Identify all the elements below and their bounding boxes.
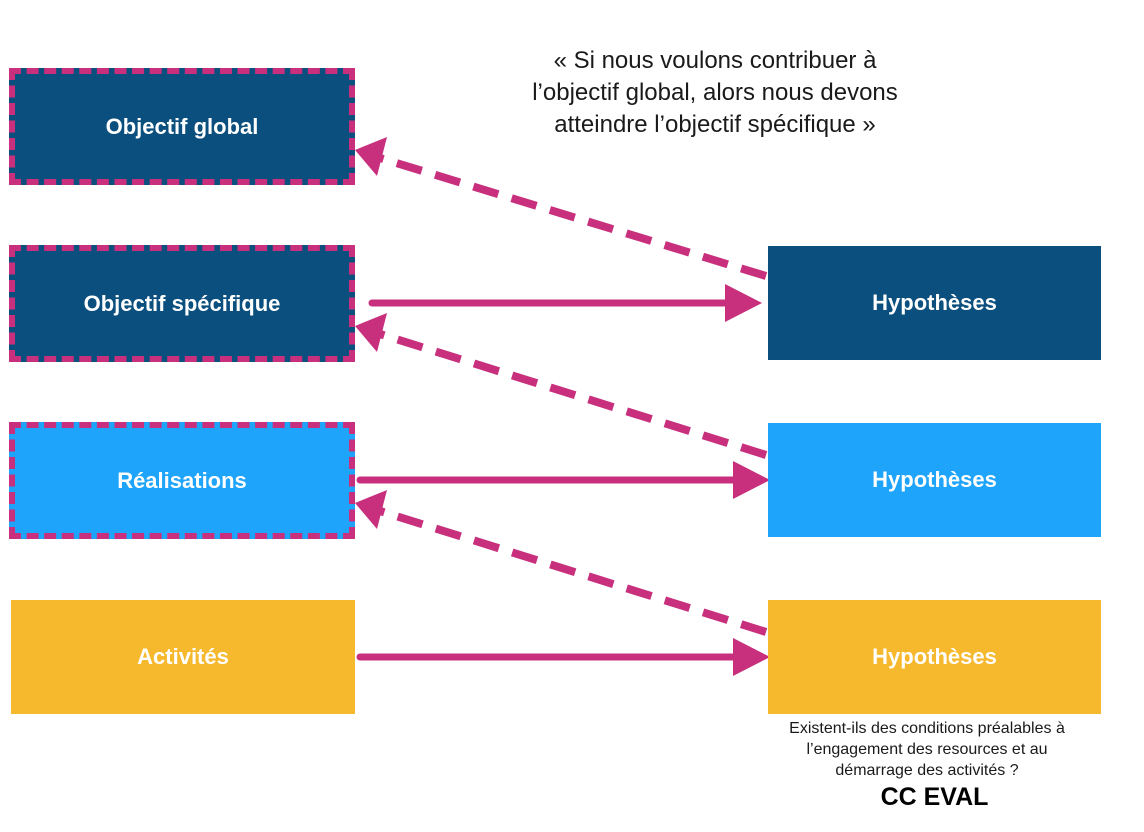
- hypotheses-label-3: Hypothèses: [872, 644, 997, 669]
- objectif-specifique-box: Objectif spécifique: [9, 245, 355, 362]
- activites-label: Activités: [137, 644, 229, 669]
- objectif-global-label: Objectif global: [105, 113, 259, 139]
- dashed-arrow-hypothesis-to-global: [355, 137, 768, 280]
- footer-label: CC EVAL: [880, 783, 989, 811]
- solid-arrow-specific-to-hypothesis: [368, 284, 762, 322]
- objectif-global-box: Objectif global: [9, 68, 355, 185]
- quote-line-2: l’objectif global, alors nous devons: [532, 79, 898, 106]
- dashed-arrow-hypothesis-to-realisations: [355, 490, 768, 636]
- hypotheses-label-1: Hypothèses: [872, 290, 997, 315]
- question-line-3: démarrage des activités ?: [835, 762, 1019, 779]
- quote-text: « Si nous voulons contribuer à l’objecti…: [490, 45, 940, 141]
- quote-line-3: atteindre l’objectif spécifique »: [554, 111, 876, 138]
- hypotheses-box-2: Hypothèses: [768, 423, 1101, 537]
- hypotheses-label-2: Hypothèses: [872, 467, 997, 492]
- hypotheses-box-1: Hypothèses: [768, 246, 1101, 360]
- activites-box: Activités: [11, 600, 355, 714]
- question-line-1: Existent-ils des conditions préalables à: [789, 720, 1065, 737]
- question-text: Existent-ils des conditions préalables à…: [768, 718, 1086, 781]
- quote-line-1: « Si nous voulons contribuer à: [553, 47, 877, 74]
- solid-arrow-activites-to-hypothesis: [356, 638, 770, 676]
- realisations-box: Réalisations: [9, 422, 355, 539]
- question-line-2: l’engagement des resources et au: [806, 741, 1048, 758]
- realisations-label: Réalisations: [117, 467, 247, 493]
- solid-arrow-realisations-to-hypothesis: [356, 461, 770, 499]
- hypotheses-box-3: Hypothèses: [768, 600, 1101, 714]
- objectif-specifique-label: Objectif spécifique: [83, 290, 281, 316]
- dashed-arrow-hypothesis-to-specific: [355, 313, 768, 459]
